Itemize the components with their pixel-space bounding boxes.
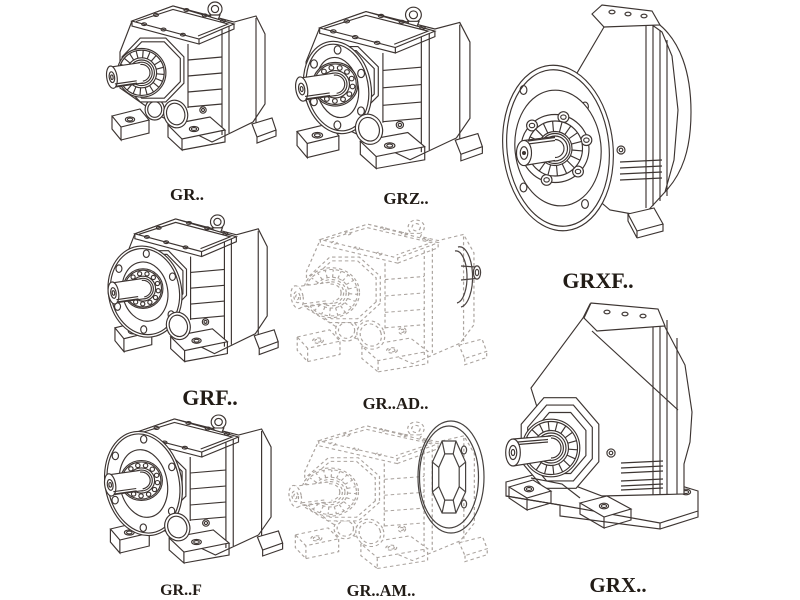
svg-text:GRF..: GRF.. — [182, 385, 237, 410]
svg-text:GR..AD..: GR..AD.. — [363, 394, 429, 413]
svg-text:GRX..: GRX.. — [589, 573, 646, 597]
svg-text:GR..AM..: GR..AM.. — [347, 581, 416, 600]
svg-text:GRZ..: GRZ.. — [383, 189, 428, 208]
svg-text:GR..: GR.. — [170, 185, 204, 204]
svg-text:GR..F: GR..F — [160, 582, 202, 599]
svg-text:GRXF..: GRXF.. — [562, 268, 633, 293]
